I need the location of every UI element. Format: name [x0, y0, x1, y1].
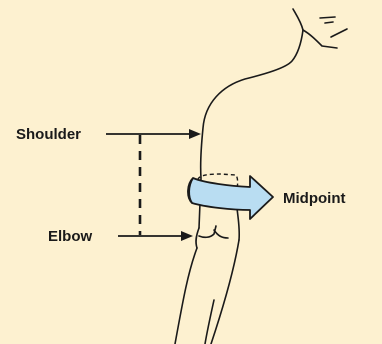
front-arm-outline — [237, 208, 239, 240]
midpoint-label: Midpoint — [283, 190, 345, 207]
elbow-outline — [196, 226, 228, 248]
elbow-pointer-arrowhead — [181, 231, 193, 241]
measurement-band — [188, 174, 273, 219]
shoulder-pointer-arrowhead — [189, 129, 201, 139]
shoulder-label: Shoulder — [16, 126, 81, 143]
forearm-outline — [175, 240, 239, 344]
band-arrow — [188, 176, 273, 219]
elbow-label: Elbow — [48, 228, 92, 245]
